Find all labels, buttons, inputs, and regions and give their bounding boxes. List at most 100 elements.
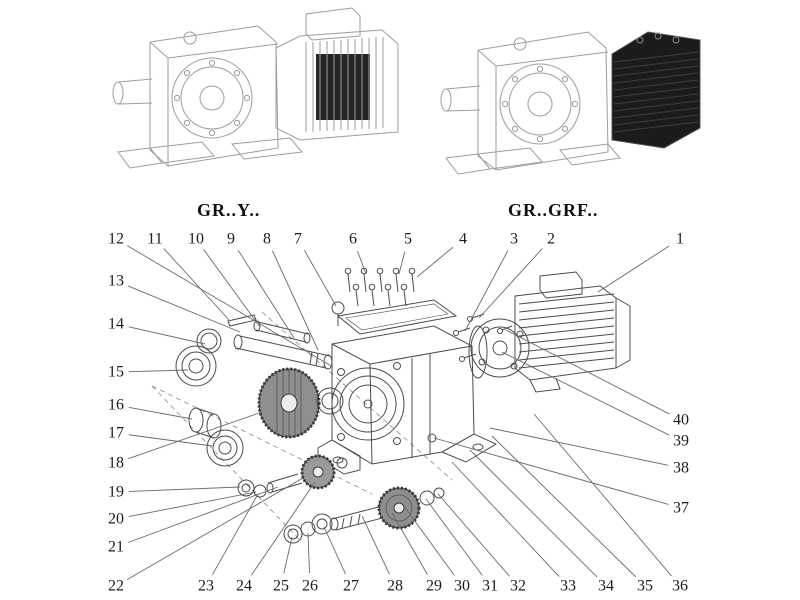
callout-leader-38	[489, 427, 669, 466]
adapter-ring	[468, 325, 488, 379]
callout-leader-36	[533, 413, 672, 577]
helical-gear-large	[257, 367, 321, 439]
callout-number-40: 40	[673, 412, 689, 429]
assembled-gearmotor-gr-y	[112, 7, 399, 169]
cover-screws	[344, 267, 416, 307]
callout-leader-13	[127, 285, 241, 333]
exploded-view	[151, 267, 631, 544]
alignment-guides	[151, 311, 453, 541]
gearbox-edge	[495, 51, 609, 67]
model-label-gr-grf: GR..GRF..	[508, 200, 599, 220]
callout-leader-18	[128, 411, 263, 460]
output-shaft-left-view	[112, 78, 153, 105]
terminal-box-exploded	[539, 271, 583, 299]
callout-number-32: 32	[510, 578, 526, 595]
callout-leader-35	[491, 435, 637, 578]
callout-leader-4	[416, 246, 454, 278]
callout-leader-39	[501, 351, 670, 436]
callout-leader-37	[433, 437, 669, 505]
callout-number-14: 14	[108, 316, 124, 333]
callout-number-27: 27	[343, 578, 359, 595]
callout-number-20: 20	[108, 511, 124, 528]
callout-number-37: 37	[673, 500, 689, 517]
callout-number-10: 10	[188, 231, 204, 248]
front-flange-right-view	[499, 63, 581, 145]
mounting-feet-left-view	[117, 137, 303, 169]
gearbox-body-right-view	[477, 31, 609, 171]
callout-number-11: 11	[147, 231, 162, 248]
front-flange-left-view	[171, 57, 253, 139]
callout-number-7: 7	[294, 231, 302, 248]
callout-leader-20	[128, 491, 257, 517]
callout-number-1: 1	[676, 231, 684, 248]
callout-leader-12	[126, 245, 334, 368]
callout-leader-27	[323, 526, 346, 575]
callout-number-15: 15	[108, 364, 124, 381]
callout-number-22: 22	[108, 578, 124, 595]
spacer-sleeve	[188, 407, 222, 439]
callout-number-8: 8	[263, 231, 271, 248]
gearbox-edge	[167, 43, 279, 59]
callout-leader-25	[283, 536, 293, 574]
mounting-feet-right-view	[445, 143, 621, 175]
shaft-key	[227, 314, 257, 327]
assembled-gearmotor-gr-grf	[440, 31, 701, 175]
callout-leader-1	[597, 245, 670, 293]
callout-number-25: 25	[273, 578, 289, 595]
output-shaft-right-view	[440, 85, 481, 112]
callout-leader-31	[425, 498, 483, 576]
callout-number-35: 35	[637, 578, 653, 595]
callout-leader-6	[357, 251, 367, 275]
bearing-c	[316, 387, 344, 415]
callout-leader-24	[250, 481, 316, 576]
motor-exploded	[470, 271, 631, 393]
callout-number-5: 5	[404, 231, 412, 248]
seal-ring	[196, 328, 222, 354]
callout-leader-17	[128, 434, 213, 447]
callout-number-17: 17	[108, 425, 124, 442]
model-label-gr-y: GR..Y..	[197, 200, 261, 220]
callout-leader-33	[451, 461, 560, 577]
callout-number-23: 23	[198, 578, 214, 595]
callout-leader-8	[272, 250, 319, 351]
bearing-b	[206, 429, 244, 467]
callout-number-18: 18	[108, 455, 124, 472]
callout-leader-16	[128, 406, 193, 420]
terminal-box-left-view	[305, 7, 361, 41]
callout-number-12: 12	[108, 231, 124, 248]
housing-foot-left	[317, 439, 361, 475]
input-shaft-group	[227, 314, 333, 370]
callout-leader-5	[398, 251, 406, 275]
callout-number-26: 26	[302, 578, 318, 595]
callout-number-4: 4	[459, 231, 467, 248]
callout-leader-7	[304, 250, 337, 307]
callout-number-16: 16	[108, 397, 124, 414]
callout-leader-9	[237, 249, 295, 339]
motor-left-view	[275, 7, 399, 141]
callout-number-21: 21	[108, 539, 124, 556]
callout-number-30: 30	[454, 578, 470, 595]
motor-fin-shadow	[316, 54, 370, 120]
callout-number-24: 24	[236, 578, 252, 595]
callout-leader-29	[391, 512, 428, 575]
callout-number-19: 19	[108, 484, 124, 501]
callout-number-34: 34	[598, 578, 614, 595]
callout-leader-11	[163, 248, 231, 322]
output-shaft-group	[283, 486, 445, 544]
callout-number-3: 3	[510, 231, 518, 248]
callout-number-38: 38	[673, 460, 689, 477]
callout-leader-26	[307, 532, 310, 574]
intermediate-shaft-group	[237, 454, 348, 498]
housing-foot-right	[440, 433, 498, 463]
callout-number-28: 28	[387, 578, 403, 595]
callout-leader-32	[437, 493, 510, 577]
callout-number-39: 39	[673, 433, 689, 450]
callout-leader-2	[478, 248, 543, 319]
eye-bolt	[331, 301, 345, 326]
callout-leader-23	[212, 493, 259, 575]
callout-leader-22	[127, 477, 304, 580]
callout-number-9: 9	[227, 231, 235, 248]
